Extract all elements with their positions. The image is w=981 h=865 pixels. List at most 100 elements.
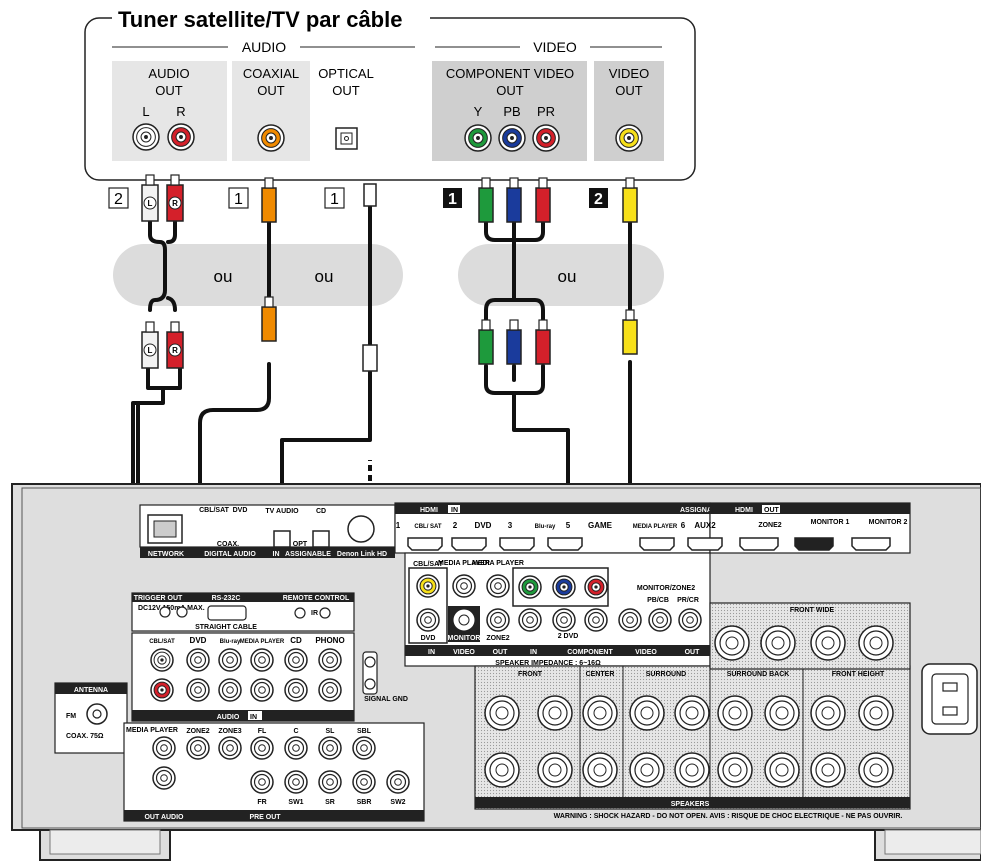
pre-out-jack [250,770,274,794]
audio-in-in: IN [250,714,257,721]
pre-out-jack-label: ZONE3 [218,728,241,735]
surround-label: SURROUND [646,671,686,678]
cable-number-component: 1 [443,188,462,208]
or-band-right [458,244,664,306]
front-wide-label: FRONT WIDE [790,607,835,614]
source-device-box: Tuner satellite/TV par câble AUDIO VIDEO… [84,4,696,544]
hdmi-input-label: Blu-ray [535,524,556,530]
video-monitor-label: MONITOR [448,635,481,642]
or-label-1: ou [214,267,233,286]
video-media-player-label-2: MEDIA PLAYER [472,560,524,567]
speaker-terminal [714,625,750,661]
front-label: FRONT [518,671,543,678]
svg-text:1: 1 [448,191,457,208]
hdmi-in-port [639,537,675,551]
audio-in-cbl-sat-r [150,678,174,702]
trigger-spec: DC12V 150mA MAX. [138,605,205,612]
pre-out-jack [318,770,342,794]
network-label: NETWORK [148,551,184,558]
plug-optical-bottom [362,344,378,372]
media-player-preout-label: MEDIA PLAYER [126,727,178,734]
pre-out-jack-label: SBL [357,728,372,735]
plug-component-pb-bottom [506,319,522,365]
video-label: VIDEO [453,649,475,656]
speaker-terminal [717,695,753,731]
receiver-component-out-pb [648,608,672,632]
receiver-component-dvd-pb [552,608,576,632]
hdmi-input-label: 6 [681,521,686,530]
receiver-component-pr-in [584,575,608,599]
audio-in-jack-label: CBL/SAT [149,639,175,645]
or-label-3: ou [558,267,577,286]
hdmi-input-label: AUX2 [694,521,716,530]
cable-number-coaxial: 1 [228,187,249,209]
svg-text:L: L [148,346,153,355]
receiver-component-pb-in [552,575,576,599]
audio-in-r-jack [218,678,242,702]
center-label: CENTER [586,671,615,678]
digital-audio-assignable: ASSIGNABLE [285,551,331,558]
source-component-pr-jack [532,124,560,152]
plug-optical-top [363,183,377,207]
speaker-terminal [858,625,894,661]
component-out-label-1: COMPONENT VIDEO [446,66,574,81]
or-label-2: ou [315,267,334,286]
receiver-component-out-y [618,608,642,632]
pre-out-jack-label: SL [326,728,336,735]
receiver-rear-panel: NETWORK DIGITAL AUDIO IN ASSIGNABLE Deno… [11,483,981,861]
audio-out-label-2: OUT [155,83,183,98]
audio-in-jack-label: CD [290,636,302,645]
front-height-label: FRONT HEIGHT [832,671,885,678]
speaker-terminal [484,695,520,731]
video-cbl-sat-label: CBL/SAT [413,561,444,568]
pre-out-jack [284,736,308,760]
hdmi-input-label: 5 [566,521,571,530]
pre-out-jack [318,736,342,760]
video-out-label-2: OUT [615,83,643,98]
svg-text:R: R [172,346,178,355]
coaxial-out-label-2: OUT [257,83,285,98]
source-audio-r-jack [167,123,195,151]
speaker-terminal [582,695,618,731]
plug-coaxial-bottom [261,296,277,342]
denon-link-label: Denon Link HD [337,551,387,558]
video-zone2-label: ZONE2 [486,635,509,642]
dig-dvd-label: DVD [233,507,248,514]
video-out-box-label: OUT [493,649,509,656]
speaker-terminal [629,695,665,731]
hdmi-assignable: ASSIGNABLE [680,507,726,514]
hdmi-out-title: HDMI [735,507,753,514]
svg-text:2: 2 [594,191,603,208]
monitor-zone2-label: MONITOR/ZONE2 [637,585,695,592]
pre-out-jack-label-bottom: SW1 [288,799,303,806]
source-title: Tuner satellite/TV par câble [118,7,402,32]
speaker-terminal [810,695,846,731]
audio-in-label: AUDIO [217,714,240,721]
receiver-component-dvd-y [518,608,542,632]
hdmi-in-port [687,537,723,551]
hdmi-in-label: IN [451,507,458,514]
straight-cable-label: STRAIGHT CABLE [195,624,257,631]
plug-component-pr-bottom [535,319,551,365]
plug-audio-r-bottom: R [166,321,184,369]
audio-in-cbl-sat-l [150,648,174,672]
trigger-out-label: TRIGGER OUT [134,595,183,602]
hdmi-out-port [739,537,779,551]
pre-out-jack-label: C [293,728,298,735]
audio-in-l-jack [250,648,274,672]
component-dvd-label: 2 DVD [558,633,579,640]
speaker-terminal [537,695,573,731]
hdmi-in-port [451,537,487,551]
pre-out-jack [352,736,376,760]
speaker-terminal [810,752,846,788]
pre-out-jack-label-bottom: FR [257,799,266,806]
video-dvd-label: DVD [421,635,436,642]
speaker-impedance-label: SPEAKER IMPEDANCE : 6~16Ω [495,660,601,667]
optical-in-port-1 [273,530,291,548]
hdmi-input-label: 2 [453,521,458,530]
optical-in-port-2 [312,530,330,548]
component-pb-label: PB [503,104,520,119]
or-band-left [113,244,403,306]
source-component-pb-jack [498,124,526,152]
audio-in-r-jack [318,678,342,702]
